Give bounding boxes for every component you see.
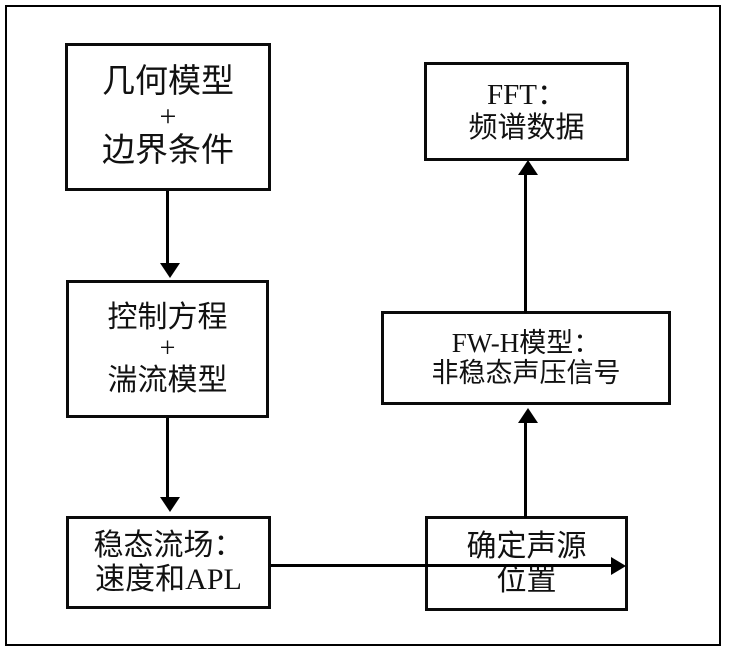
node-fwh-model[interactable]: FW-H模型： 非稳态声压信号 — [381, 311, 671, 405]
diagram-outer-frame — [5, 5, 721, 646]
arrow-down-icon — [160, 263, 180, 278]
edge-geometry-to-governing-line — [166, 191, 169, 264]
node-geometry-line-2: + — [159, 100, 177, 134]
edge-governing-to-steady-line — [166, 418, 169, 498]
node-steady-line-1: 稳态流场： — [93, 528, 244, 562]
node-governing-line-2: + — [159, 333, 176, 365]
node-geometry-model[interactable]: 几何模型 + 边界条件 — [65, 43, 271, 191]
node-steady-flow-field[interactable]: 稳态流场： 速度和APL — [66, 516, 271, 609]
edge-steady-to-source-line — [271, 564, 611, 567]
arrow-up-icon — [518, 408, 538, 423]
node-geometry-line-3: 边界条件 — [102, 132, 234, 169]
node-fft-line-1: FFT： — [487, 79, 566, 112]
node-governing-equations[interactable]: 控制方程 + 湍流模型 — [66, 280, 269, 418]
node-source-line-2: 位置 — [496, 563, 557, 597]
node-steady-line-2: 速度和APL — [95, 562, 242, 596]
node-geometry-line-1: 几何模型 — [102, 64, 234, 101]
node-fft-spectrum[interactable]: FFT： 频谱数据 — [424, 62, 629, 161]
node-fwh-line-2: 非稳态声压信号 — [431, 358, 621, 388]
node-governing-line-1: 控制方程 — [107, 300, 228, 334]
edge-fwh-to-fft-line — [524, 175, 527, 313]
arrow-up-icon — [518, 160, 538, 175]
edge-source-to-fwh-line — [524, 423, 527, 518]
node-source-line-1: 确定声源 — [466, 529, 587, 563]
node-fwh-line-1: FW-H模型： — [451, 327, 601, 358]
arrow-right-icon — [611, 557, 626, 575]
arrow-down-icon — [160, 497, 180, 512]
node-fft-line-2: 频谱数据 — [468, 111, 585, 144]
node-governing-line-3: 湍流模型 — [107, 363, 228, 397]
